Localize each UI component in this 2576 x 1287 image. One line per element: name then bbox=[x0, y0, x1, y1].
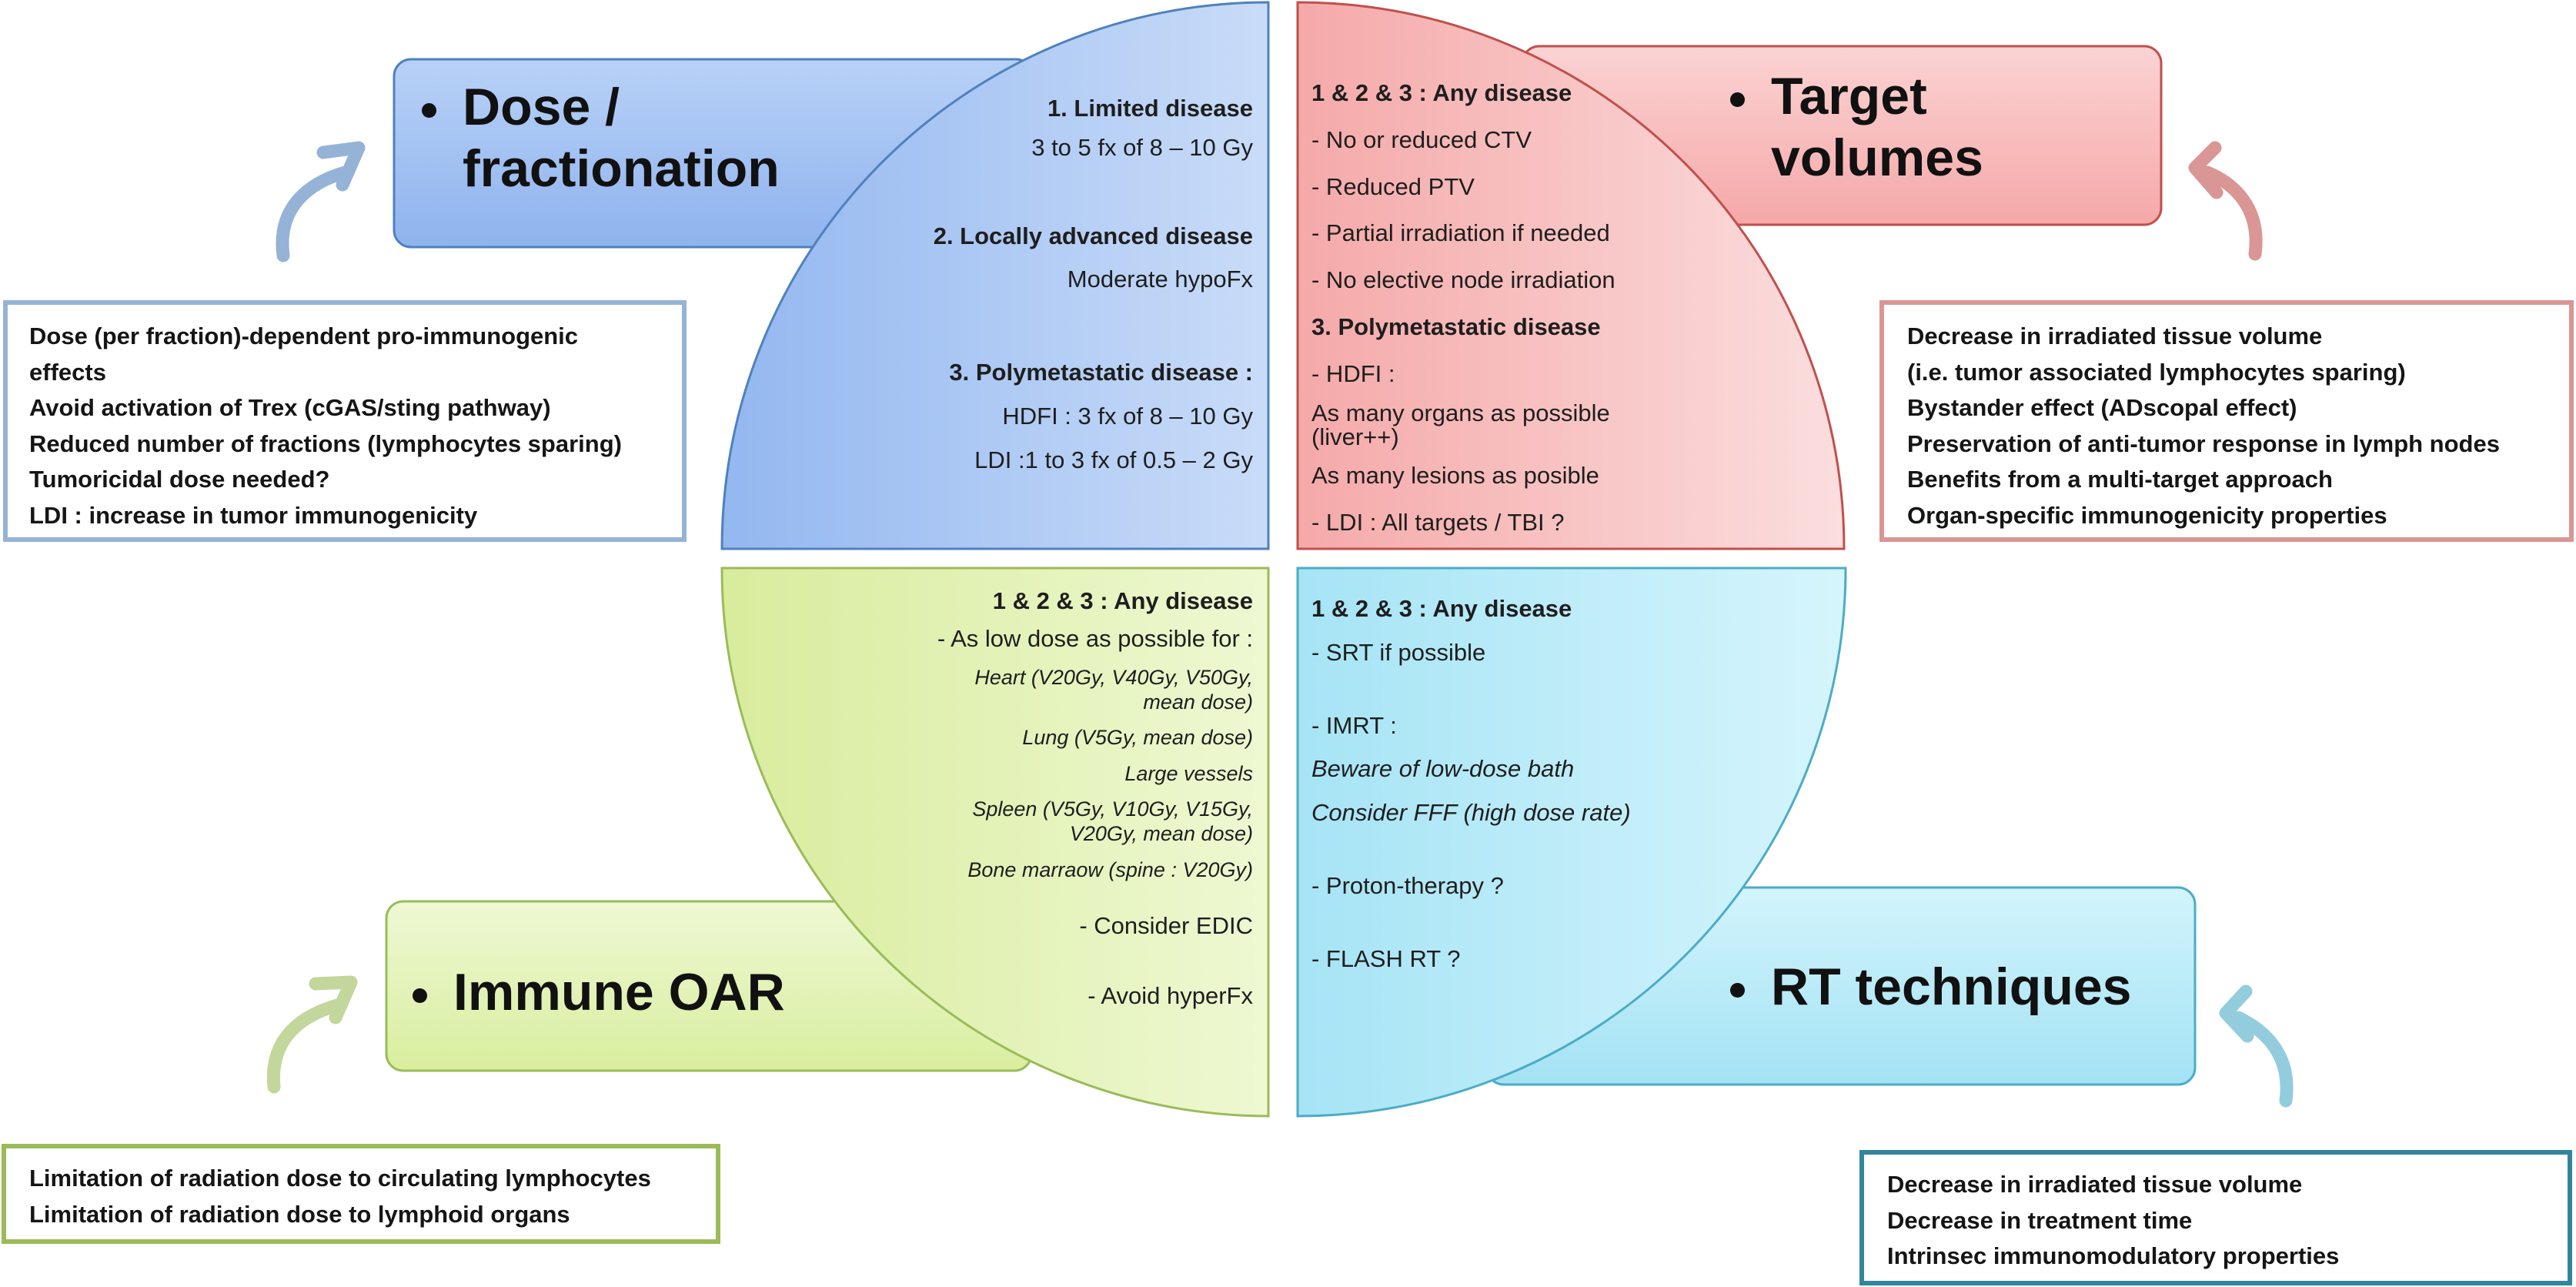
quadrant-line: 3. Polymetastatic disease bbox=[1311, 313, 1601, 340]
quadrant-line: 1 & 2 & 3 : Any disease bbox=[1311, 595, 1572, 622]
quadrant-line: mean dose) bbox=[1143, 690, 1253, 714]
rt-quadrant bbox=[1296, 567, 1847, 1118]
quadrant-line: LDI :1 to 3 fx of 0.5 – 2 Gy bbox=[974, 446, 1253, 473]
quadrant-line: 1 & 2 & 3 : Any disease bbox=[992, 587, 1253, 614]
target-quadrant bbox=[1296, 1, 1846, 550]
quadrant-line: Large vessels bbox=[1124, 761, 1253, 785]
quadrant-line: Moderate hypoFx bbox=[1067, 266, 1253, 293]
quadrant-line: - FLASH RT ? bbox=[1311, 944, 1461, 972]
quadrant-line: - Avoid hyperFx bbox=[1088, 981, 1253, 1009]
bullet-icon bbox=[422, 103, 436, 118]
quadrant-line: - As low dose as possible for : bbox=[937, 624, 1253, 652]
quadrant-line: - LDI : All targets / TBI ? bbox=[1311, 509, 1565, 536]
quadrant-line: Bone marraow (spine : V20Gy) bbox=[967, 857, 1253, 881]
box-line: Intrinsec immunomodulatory properties bbox=[1887, 1242, 2340, 1269]
quadrant-line: - No elective node irradiation bbox=[1311, 266, 1615, 293]
oar-quadrant bbox=[720, 567, 1270, 1118]
oar-title: Immune OAR bbox=[413, 962, 785, 1024]
box-line: Limitation of radiation dose to circulat… bbox=[29, 1165, 651, 1192]
quadrant-line: As many organs as possible bbox=[1311, 399, 1610, 427]
box-line: Bystander effect (ADscopal effect) bbox=[1907, 394, 2297, 421]
quadrant-line: V20Gy, mean dose) bbox=[1069, 822, 1253, 846]
quadrant-line: As many lesions as posible bbox=[1311, 462, 1599, 490]
quadrant-line: 1. Limited disease bbox=[1047, 95, 1253, 122]
oar-title-line: Immune OAR bbox=[453, 963, 785, 1021]
dose-title-line: Dose / bbox=[463, 78, 620, 136]
quadrant-line: - SRT if possible bbox=[1311, 638, 1486, 666]
rt-title-line: RT techniques bbox=[1771, 958, 2132, 1016]
quadrant-line: Heart (V20Gy, V40Gy, V50Gy, bbox=[974, 665, 1253, 689]
quadrant-line: - Reduced PTV bbox=[1311, 172, 1475, 200]
box-line: Organ-specific immunogenicity properties bbox=[1907, 501, 2387, 529]
target-arrow-icon bbox=[2188, 141, 2263, 261]
rt-quadrant-text: 1 & 2 & 3 : Any disease - SRT if possibl… bbox=[1311, 594, 1631, 974]
quadrant-line: - Partial irradiation if needed bbox=[1311, 219, 1610, 247]
dose-arrow-icon bbox=[276, 141, 366, 262]
quadrant-line: HDFI : 3 fx of 8 – 10 Gy bbox=[1002, 402, 1253, 430]
rt-arrow-icon bbox=[2219, 984, 2294, 1108]
quadrant-line: - Consider EDIC bbox=[1079, 912, 1253, 940]
dose-explanation-box: Dose (per fraction)-dependent pro-immuno… bbox=[3, 300, 687, 542]
target-title: Target volumes bbox=[1730, 66, 1983, 189]
quadrant-line: Beware of low-dose bath bbox=[1311, 755, 1575, 783]
box-line: Benefits from a multi-target approach bbox=[1907, 466, 2333, 493]
dose-title-line: fractionation bbox=[463, 139, 780, 198]
quadrant-line: Spleen (V5Gy, V10Gy, V15Gy, bbox=[972, 797, 1253, 821]
box-line: effects bbox=[29, 358, 106, 386]
dose-quadrant bbox=[720, 1, 1270, 550]
target-title-line: Target bbox=[1771, 67, 1927, 125]
oar-explanation-box: Limitation of radiation dose to circulat… bbox=[2, 1144, 720, 1244]
quadrant-line: 3. Polymetastatic disease : bbox=[949, 359, 1253, 386]
oar-arrow-icon bbox=[266, 975, 358, 1094]
target-explanation-box: Decrease in irradiated tissue volume (i.… bbox=[1879, 300, 2574, 542]
target-title-line: volumes bbox=[1771, 128, 1983, 187]
box-line: Limitation of radiation dose to lymphoid… bbox=[29, 1200, 570, 1228]
quadrant-line: - Proton-therapy ? bbox=[1311, 871, 1504, 899]
target-quadrant-text: 1 & 2 & 3 : Any disease - No or reduced … bbox=[1311, 79, 1615, 538]
box-line: LDI : increase in tumor immunogenicity bbox=[29, 501, 478, 529]
bullet-icon bbox=[1730, 983, 1745, 998]
rt-explanation-box: Decrease in irradiated tissue volume Dec… bbox=[1859, 1150, 2572, 1285]
box-line: Tumoricidal dose needed? bbox=[29, 466, 330, 493]
box-line: Preservation of anti-tumor response in l… bbox=[1907, 430, 2500, 457]
box-line: Reduced number of fractions (lymphocytes… bbox=[29, 430, 622, 457]
quadrant-line: - HDFI : bbox=[1311, 359, 1395, 387]
box-line: Dose (per fraction)-dependent pro-immuno… bbox=[29, 323, 579, 349]
box-line: (i.e. tumor associated lymphocytes spari… bbox=[1907, 358, 2406, 386]
box-line: Decrease in treatment time bbox=[1887, 1206, 2193, 1234]
quadrant-line: Lung (V5Gy, mean dose) bbox=[1022, 726, 1253, 750]
quadrant-line: - No or reduced CTV bbox=[1311, 125, 1532, 153]
box-line: Avoid activation of Trex (cGAS/sting pat… bbox=[29, 394, 551, 421]
rt-title: RT techniques bbox=[1730, 957, 2132, 1018]
bullet-icon bbox=[413, 988, 427, 1003]
oar-quadrant-text: 1 & 2 & 3 : Any disease - As low dose as… bbox=[937, 587, 1253, 1011]
dose-title: Dose / fractionation bbox=[422, 77, 780, 199]
quadrant-line: Consider FFF (high dose rate) bbox=[1311, 799, 1631, 826]
quadrant-line: 3 to 5 fx of 8 – 10 Gy bbox=[1031, 133, 1253, 161]
box-line: Decrease in irradiated tissue volume bbox=[1887, 1171, 2303, 1198]
bullet-icon bbox=[1730, 92, 1745, 107]
quadrant-line: (liver++) bbox=[1311, 423, 1399, 451]
quadrant-line: - IMRT : bbox=[1311, 711, 1397, 739]
box-line: Decrease in irradiated tissue volume bbox=[1907, 323, 2323, 349]
dose-quadrant-text: 1. Limited disease 3 to 5 fx of 8 – 10 G… bbox=[934, 94, 1253, 475]
quadrant-line: 1 & 2 & 3 : Any disease bbox=[1311, 79, 1572, 106]
quadrant-line: 2. Locally advanced disease bbox=[933, 222, 1253, 249]
